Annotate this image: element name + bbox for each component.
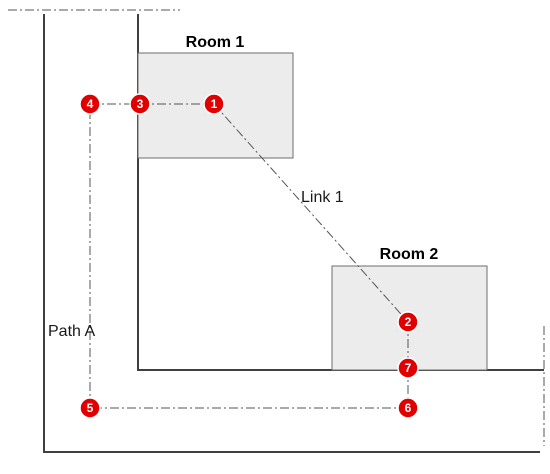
node-3-label: 3 [137,97,144,111]
node-5-label: 5 [87,401,94,415]
node-4-marker [79,93,101,115]
node-2: 2 [397,311,419,333]
room-2-title: Room 2 [380,246,439,263]
room-1-title: Room 1 [186,34,245,51]
node-6: 6 [397,397,419,419]
node-4-label: 4 [87,97,94,111]
node-7-label: 7 [405,361,412,375]
node-3-marker [129,93,151,115]
node-6-marker [397,397,419,419]
node-1-label: 1 [211,97,218,111]
node-1-marker [203,93,225,115]
node-1: 1 [203,93,225,115]
node-5: 5 [79,397,101,419]
nodes-layer: 1 2 3 4 5 6 7 [79,93,419,419]
outer-wall [43,14,540,453]
node-7-marker [397,357,419,379]
node-4: 4 [79,93,101,115]
node-3: 3 [129,93,151,115]
link-1-label: Link 1 [301,189,344,206]
connection-1-2 [213,103,409,323]
node-2-marker [397,311,419,333]
node-6-label: 6 [405,401,412,415]
node-5-marker [79,397,101,419]
node-7: 7 [397,357,419,379]
node-2-label: 2 [405,315,412,329]
path-a-label: Path A [48,323,95,340]
